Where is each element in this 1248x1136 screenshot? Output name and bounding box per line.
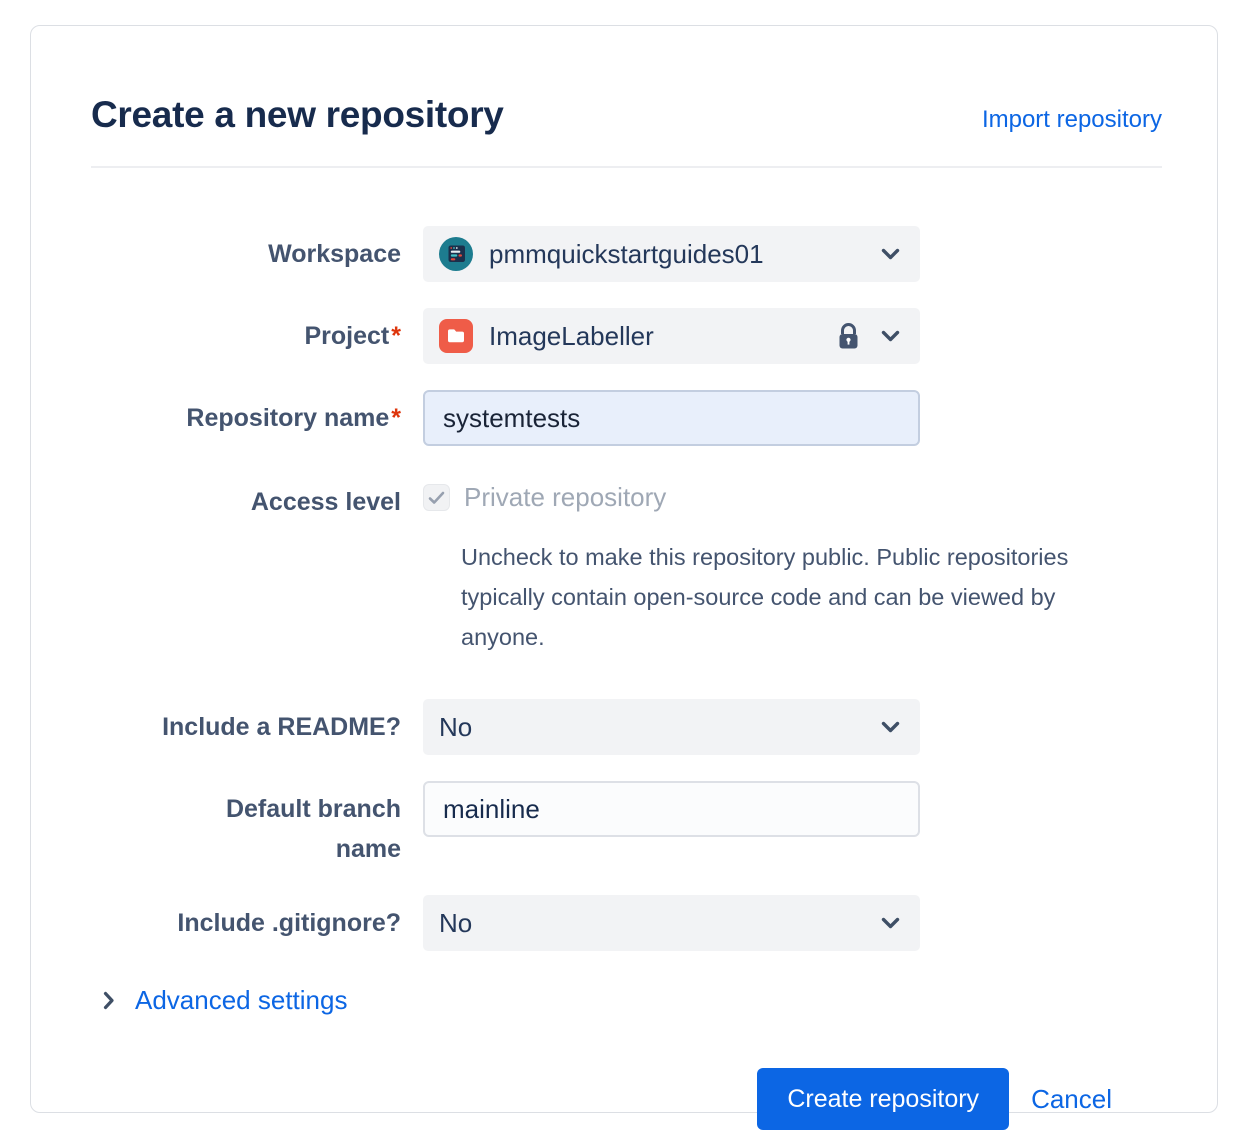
lock-icon [836, 322, 861, 351]
page-title: Create a new repository [91, 94, 504, 135]
access-level-help-text: Uncheck to make this repository public. … [461, 544, 1069, 650]
import-repository-link[interactable]: Import repository [981, 106, 1162, 133]
form-row-project: Project* ImageLabeller [91, 308, 1162, 364]
dialog-footer: Create repository Cancel [91, 1068, 1162, 1130]
required-marker: * [391, 322, 401, 350]
advanced-settings-toggle[interactable]: Advanced settings [103, 985, 1162, 1016]
include-readme-value: No [439, 711, 473, 742]
workspace-label: Workspace [268, 240, 401, 268]
private-repository-label: Private repository [464, 482, 667, 512]
include-readme-label: Include a README? [162, 713, 401, 741]
project-select[interactable]: ImageLabeller [423, 308, 920, 364]
include-gitignore-label: Include .gitignore? [177, 909, 401, 937]
workspace-value: pmmquickstartguides01 [489, 238, 764, 269]
form-row-default-branch: Default branch name [91, 781, 1162, 869]
required-marker: * [391, 404, 401, 432]
chevron-down-icon [881, 248, 900, 261]
default-branch-input[interactable] [423, 781, 920, 837]
project-label: Project* [304, 322, 402, 350]
private-repository-checkbox[interactable] [423, 484, 450, 511]
include-readme-select[interactable]: No [423, 699, 920, 755]
repository-name-input[interactable] [423, 390, 920, 446]
create-repository-dialog: Create a new repository Import repositor… [30, 25, 1218, 1130]
workspace-select[interactable]: pmmquickstartguides01 [423, 226, 920, 282]
form-row-repository-name: Repository name* [91, 390, 1162, 446]
header-divider [91, 166, 1162, 168]
default-branch-label: Default branch name [225, 795, 401, 863]
form-row-workspace: Workspace [91, 226, 1162, 282]
create-repository-button[interactable]: Create repository [757, 1068, 1010, 1130]
dialog-header: Create a new repository Import repositor… [91, 84, 1162, 136]
chevron-down-icon [881, 721, 900, 734]
form-row-include-gitignore: Include .gitignore? No [91, 895, 1162, 951]
chevron-down-icon [881, 917, 900, 930]
project-value: ImageLabeller [489, 320, 654, 351]
form-row-include-readme: Include a README? No [91, 699, 1162, 755]
include-gitignore-select[interactable]: No [423, 895, 920, 951]
repository-name-label: Repository name* [186, 404, 401, 432]
include-gitignore-value: No [439, 907, 473, 938]
chevron-down-icon [881, 330, 900, 343]
cancel-button[interactable]: Cancel [1031, 1083, 1112, 1114]
advanced-settings-link[interactable]: Advanced settings [135, 985, 348, 1015]
workspace-avatar [439, 237, 473, 271]
create-repository-form: Workspace [91, 226, 1162, 1016]
chevron-right-icon [103, 991, 115, 1010]
project-avatar-folder-icon [439, 319, 473, 353]
access-level-label: Access level [250, 488, 401, 516]
form-row-access-level: Access level Private repository Uncheck … [91, 472, 1162, 657]
